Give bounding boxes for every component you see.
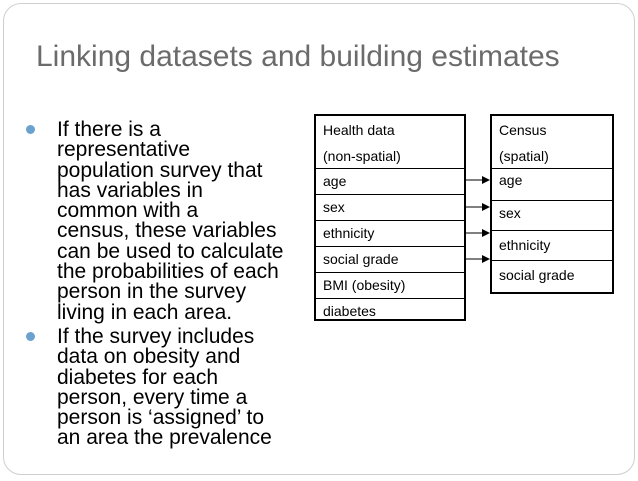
bullet-1-line: the probabilities of each [57,260,279,284]
health-row-diabetes: diabetes [316,298,464,319]
bullet-list: If there is a representative population … [24,118,314,453]
census-row-social-grade: social grade [492,260,612,292]
bullet-dot-icon [26,125,35,134]
health-row-sex: sex [316,194,464,220]
census-row-ethnicity: ethnicity [492,230,612,260]
census-row-sex: sex [492,200,612,230]
bullet-2-line: If the survey includes [57,324,255,348]
bullet-2-line: person is ‘assigned’ to [57,406,265,430]
census-row-age: age [492,168,612,200]
bullet-1-line: If there is a [57,118,161,141]
health-row-ethnicity: ethnicity [316,220,464,246]
health-table-title: Health data [323,122,395,138]
bullet-2-line: person, every time a [57,385,248,409]
slide-title: Linking datasets and building estimates [36,40,560,73]
bullet-2-line: data on obesity and [57,345,241,369]
bullet-item-2: If the survey includes data on obesity a… [24,324,314,450]
health-data-table: Health data (non-spatial) age sex ethnic… [314,114,466,321]
linking-arrows [466,176,490,263]
health-row-bmi: BMI (obesity) [316,272,464,298]
census-table: Census (spatial) age sex ethnicity socia… [490,114,614,294]
bullet-1-line: common with a [57,199,199,223]
bullet-2-line: an area the prevalence [57,426,272,450]
bullet-1-line: living in each area. [57,300,233,324]
bullet-1-line: person in the survey [57,280,247,304]
census-table-title: Census [499,122,547,138]
bullet-1-line: has variables in [57,178,203,202]
bullet-1-line: representative [57,138,191,162]
bullet-dot-icon [26,331,35,341]
health-table-subtitle: (non-spatial) [323,148,401,164]
census-table-subtitle: (spatial) [499,148,549,164]
slide: Linking datasets and building estimates … [3,3,635,475]
bullet-1-line: population survey that [57,158,263,182]
bullet-1-line: census, these variables [57,219,277,243]
health-row-social-grade: social grade [316,246,464,272]
bullet-item-1: If there is a representative population … [24,118,314,324]
bullet-1-line: can be used to calculate [57,239,284,263]
bullet-2-line: diabetes for each [57,365,219,389]
health-row-age: age [316,168,464,194]
